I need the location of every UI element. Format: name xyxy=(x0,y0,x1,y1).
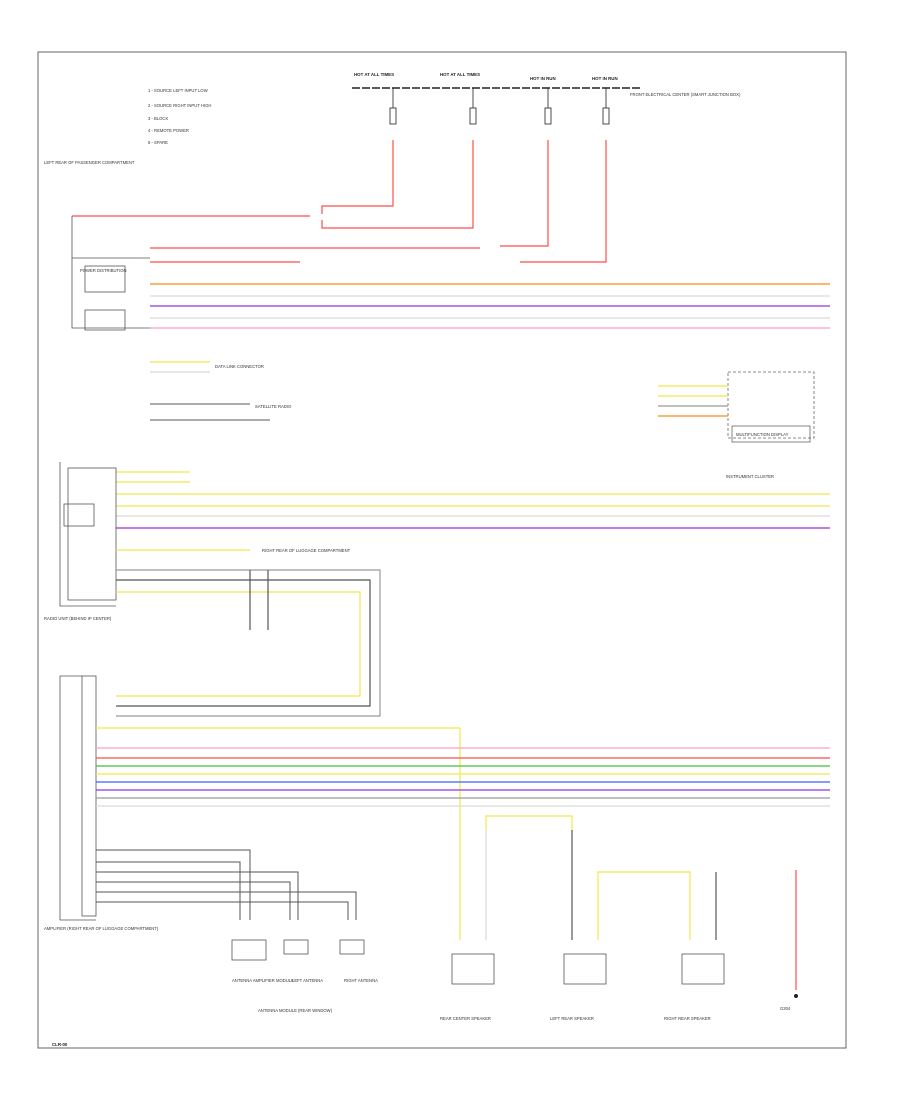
radio-unit-label: RADIO UNIT (BEHIND IP CENTER) xyxy=(44,616,112,621)
left-antenna-label: LEFT ANTENNA xyxy=(292,978,323,983)
legend-item-5: 5 - SPARE xyxy=(148,140,168,145)
upper-bus-lines xyxy=(150,283,830,329)
speaker-wiring xyxy=(459,815,797,990)
hot-at-all-times-2: HOT AT ALL TIMES xyxy=(440,72,480,77)
power-feeds xyxy=(72,140,607,263)
hot-at-all-times-1: HOT AT ALL TIMES xyxy=(354,72,394,77)
satellite-label: SATELLITE RADIO xyxy=(255,404,292,409)
speaker-bus-lines xyxy=(96,727,830,830)
antenna-components xyxy=(231,939,365,961)
ground-symbol: G304 xyxy=(780,994,798,1011)
hot-in-run-2: HOT IN RUN xyxy=(592,76,618,81)
footer-code: CLR-00 xyxy=(52,1042,68,1047)
amplifier-box xyxy=(59,675,97,921)
instrument-cluster-label: INSTRUMENT CLUSTER xyxy=(726,474,774,479)
front-junction-label: FRONT ELECTRICAL CENTER (SMART JUNCTION … xyxy=(630,92,741,97)
left-rear-speaker-label: LEFT REAR SPEAKER xyxy=(550,1016,594,1021)
multifunction-display: MULTIFUNCTION DISPLAY xyxy=(658,371,815,443)
data-link-label: DATA LINK CONNECTOR xyxy=(215,364,264,369)
legend-item-3: 3 - BLOCK xyxy=(148,116,168,121)
ground-label: G304 xyxy=(780,1006,791,1011)
data-link-group xyxy=(150,361,270,421)
multifunction-display-label: MULTIFUNCTION DISPLAY xyxy=(736,432,789,437)
diagram-frame xyxy=(37,51,847,1049)
left-rear-label: LEFT REAR OF PASSENGER COMPARTMENT xyxy=(44,160,135,165)
speaker-boxes xyxy=(451,953,725,985)
legend-item-2: 2 - SOURCE RIGHT INPUT HIGH xyxy=(148,103,211,108)
right-antenna-label: RIGHT ANTENNA xyxy=(344,978,378,983)
rear-center-speaker-label: REAR CENTER SPEAKER xyxy=(440,1016,491,1021)
antenna-wiring xyxy=(96,849,357,920)
right-rear-label: RIGHT REAR OF LUGGAGE COMPARTMENT xyxy=(262,548,351,553)
legend-item-4: 4 - REMOTE POWER xyxy=(148,128,189,133)
hot-in-run-1: HOT IN RUN xyxy=(530,76,556,81)
luggage-wiring xyxy=(116,549,381,717)
power-distribution-label: POWER DISTRIBUTION xyxy=(80,268,127,273)
legend: 1 - SOURCE LEFT INPUT LOW 2 - SOURCE RIG… xyxy=(148,88,211,145)
power-distribution-box xyxy=(71,216,150,331)
cluster-bus-lines xyxy=(116,471,830,529)
fuse-sources: HOT AT ALL TIMES HOT AT ALL TIMES HOT IN… xyxy=(352,72,741,125)
antenna-module-label: ANTENNA AMPLIFIER MODULE xyxy=(232,978,294,983)
amplifier-label: AMPLIFIER (RIGHT REAR OF LUGGAGE COMPART… xyxy=(44,926,159,931)
legend-item-1: 1 - SOURCE LEFT INPUT LOW xyxy=(148,88,208,93)
antenna-group-label: ANTENNA MODULE (REAR WINDOW) xyxy=(258,1008,333,1013)
radio-unit-box xyxy=(59,462,117,607)
right-rear-speaker-label: RIGHT REAR SPEAKER xyxy=(664,1016,711,1021)
